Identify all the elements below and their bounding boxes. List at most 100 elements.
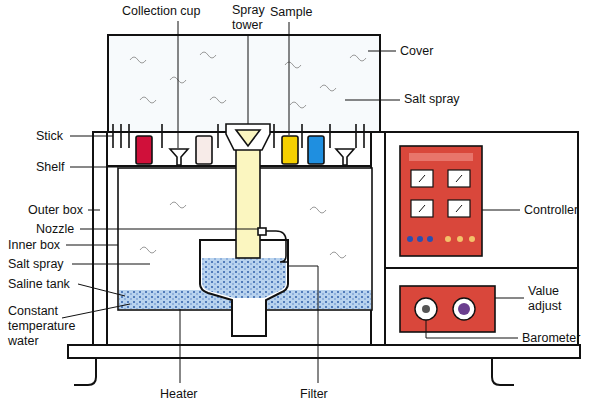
leader-lines xyxy=(62,21,524,383)
part-label: Outer box xyxy=(28,203,83,218)
meter-needle xyxy=(456,175,462,182)
leg xyxy=(492,358,514,385)
leader-line xyxy=(180,309,181,383)
part-label: Shelf xyxy=(36,160,65,175)
nozzle xyxy=(258,228,266,235)
collection-cup xyxy=(170,149,188,165)
indicator xyxy=(469,236,475,242)
mist xyxy=(140,97,156,103)
sample xyxy=(282,136,298,164)
part-label: Spray tower xyxy=(232,3,274,33)
inner-wall xyxy=(106,132,108,345)
leader-line xyxy=(482,210,520,211)
outer-box xyxy=(93,132,385,345)
indicator xyxy=(457,236,463,242)
tower-head xyxy=(226,124,270,150)
part-label: Salt spray xyxy=(404,92,460,107)
leader-line xyxy=(368,51,396,52)
leader-line xyxy=(62,304,130,318)
stick xyxy=(120,124,122,148)
meter-needle xyxy=(456,205,462,212)
mist xyxy=(200,52,216,58)
part-label: Heater xyxy=(160,387,198,402)
mist xyxy=(285,62,301,68)
leg xyxy=(74,358,96,385)
stick xyxy=(273,124,275,148)
stick xyxy=(329,124,331,148)
mist xyxy=(140,247,156,253)
outer-wall xyxy=(93,132,385,345)
stick xyxy=(128,124,130,148)
knob-center xyxy=(422,305,430,313)
stick xyxy=(355,124,357,148)
meter xyxy=(448,170,470,187)
control-cabinet xyxy=(385,132,578,345)
indicator xyxy=(445,236,451,242)
cabinet-divider xyxy=(385,267,578,269)
leader-line xyxy=(70,167,118,168)
indicator xyxy=(407,236,413,242)
leader-line xyxy=(248,36,249,124)
knob xyxy=(415,298,437,320)
indicator xyxy=(427,236,433,242)
tank-liquid xyxy=(202,258,286,298)
leader-line xyxy=(88,210,100,211)
collection-cup xyxy=(336,149,354,165)
leader-line xyxy=(426,320,518,338)
meter xyxy=(448,200,470,217)
mist xyxy=(350,55,366,61)
mist xyxy=(170,202,186,208)
spray-tower xyxy=(226,124,288,262)
leader-line xyxy=(66,245,118,246)
leader-line xyxy=(80,229,258,230)
part-label: Sample xyxy=(270,5,312,20)
nozzle-pipe xyxy=(266,231,288,262)
part-label: Controller xyxy=(524,203,578,218)
stick xyxy=(161,124,163,148)
leader-line xyxy=(178,21,179,148)
part-label: Constant temperature water xyxy=(8,304,84,349)
leader-line xyxy=(70,136,113,137)
leader-line xyxy=(289,22,290,135)
platform xyxy=(68,345,580,358)
part-label: Saline tank xyxy=(8,277,70,292)
mist xyxy=(290,102,306,108)
tower-tube xyxy=(236,148,260,258)
collection-cups xyxy=(170,149,354,165)
stick xyxy=(363,124,365,148)
part-label: Inner box xyxy=(8,238,60,253)
mist xyxy=(210,97,226,103)
meter-needle xyxy=(419,175,425,182)
part-label: Collection cup xyxy=(122,4,201,19)
meter-needle xyxy=(419,205,425,212)
controller-panel xyxy=(400,146,482,256)
part-label: Nozzle xyxy=(36,222,74,237)
leader-line xyxy=(78,284,125,296)
meter xyxy=(411,200,433,217)
knob-center xyxy=(458,303,470,315)
leader-line xyxy=(72,264,150,265)
stick xyxy=(217,124,219,148)
mist xyxy=(320,85,336,91)
valve-panel xyxy=(400,286,495,332)
base xyxy=(68,345,580,385)
cover xyxy=(108,35,380,135)
part-label: Salt spray xyxy=(8,257,64,272)
part-label: Barometer xyxy=(522,331,580,346)
meter xyxy=(411,170,433,187)
leader-line xyxy=(495,298,524,299)
knob xyxy=(453,298,475,320)
panel-header xyxy=(409,153,473,161)
part-label: Filter xyxy=(300,387,328,402)
sample xyxy=(196,136,212,164)
stick xyxy=(301,124,303,148)
sample xyxy=(308,136,324,164)
indicator xyxy=(417,236,423,242)
mist xyxy=(310,207,326,213)
cover-body xyxy=(108,35,380,135)
cabinet-body xyxy=(385,132,578,345)
part-label: Stick xyxy=(36,129,63,144)
leader-line xyxy=(345,100,400,101)
